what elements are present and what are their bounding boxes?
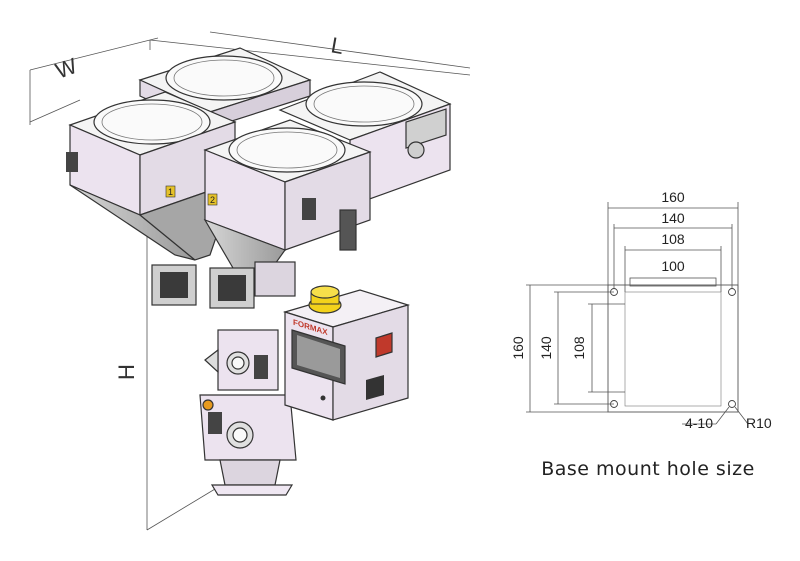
height-label: H <box>114 364 139 380</box>
mount-hole <box>728 400 736 408</box>
drawing-caption: Base mount hole size <box>541 458 755 480</box>
dosing-motors <box>151 261 296 309</box>
dim-100-horizontal: 100 <box>629 258 717 287</box>
dim-140-horizontal: 140 <box>614 210 732 229</box>
base-mount-hole-drawing: 160 140 108 100 160 140 108 <box>510 189 772 431</box>
height-dimension: H <box>114 180 221 531</box>
svg-text:R10: R10 <box>746 415 772 431</box>
gravimetric-blender-drawing: L W H 1 <box>29 31 471 531</box>
hopper-back-right <box>278 71 452 207</box>
width-label: W <box>52 53 80 84</box>
control-box: FORMAX <box>282 285 411 421</box>
hopper-2-number: 2 <box>210 195 215 205</box>
hole-callout: 4-10 <box>682 406 730 431</box>
dim-140-vertical: 140 <box>538 292 559 404</box>
mixing-chamber <box>199 394 297 496</box>
hopper-1-number: 1 <box>168 187 173 197</box>
length-dimension: L <box>149 31 471 76</box>
svg-text:160: 160 <box>661 189 685 205</box>
length-label: L <box>329 32 345 59</box>
svg-text:100: 100 <box>661 258 685 274</box>
svg-text:140: 140 <box>538 336 554 360</box>
radius-callout: R10 <box>734 406 772 431</box>
mount-hole <box>728 288 736 296</box>
svg-text:108: 108 <box>571 336 587 360</box>
mount-plate-outline <box>607 284 739 413</box>
dim-108-horizontal: 108 <box>625 231 721 251</box>
dim-160-horizontal: 160 <box>608 189 738 209</box>
svg-text:160: 160 <box>510 336 526 360</box>
svg-text:140: 140 <box>661 210 685 226</box>
dim-108-vertical: 108 <box>571 304 593 392</box>
hopper-2: 2 <box>203 119 372 286</box>
svg-text:4-10: 4-10 <box>685 415 713 431</box>
hopper-1: 1 <box>66 91 237 261</box>
weigh-hopper <box>204 329 279 391</box>
svg-text:108: 108 <box>661 231 685 247</box>
dim-160-vertical: 160 <box>510 285 531 412</box>
